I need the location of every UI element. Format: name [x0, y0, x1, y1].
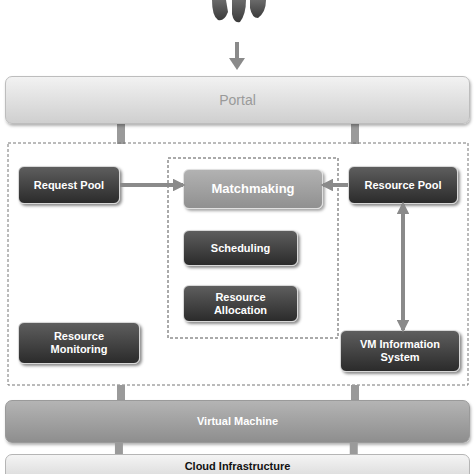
node-label: Request Pool [34, 179, 104, 192]
process-box: Matchmaking [183, 169, 323, 209]
link-bar [350, 443, 358, 454]
layer-band: Virtual Machine [5, 400, 470, 443]
portal-link-bar [117, 124, 359, 144]
process-box: VM Information System [340, 330, 460, 372]
node-label: Matchmaking [211, 182, 294, 197]
process-box: Scheduling [183, 230, 298, 266]
node-label: Resource Pool [364, 179, 441, 192]
process-box: Request Pool [18, 166, 120, 204]
node-label: VM Information System [349, 338, 451, 363]
flow-arrow [401, 204, 405, 330]
node-label: Resource Monitoring [27, 330, 131, 355]
link-bar [115, 443, 123, 454]
outer-dashed-group [8, 143, 468, 385]
process-box: Resource Allocation [183, 285, 298, 322]
portal-band: Portal [5, 76, 470, 124]
flow-arrow [120, 183, 183, 187]
node-label: Portal [219, 92, 256, 108]
layer-band: Cloud Infrastructure [5, 454, 470, 474]
node-label: Scheduling [211, 242, 270, 255]
inner-dashed-group [168, 158, 338, 338]
node-label: Resource Allocation [192, 291, 289, 316]
node-label: Cloud Infrastructure [185, 460, 291, 473]
process-box: Resource Pool [348, 166, 458, 204]
node-label: Virtual Machine [197, 415, 278, 428]
vm-link-bar [117, 385, 359, 401]
flow-arrow [323, 183, 348, 187]
user-icon [212, 0, 266, 22]
process-box: Resource Monitoring [18, 322, 140, 364]
user-arrow [229, 42, 245, 70]
